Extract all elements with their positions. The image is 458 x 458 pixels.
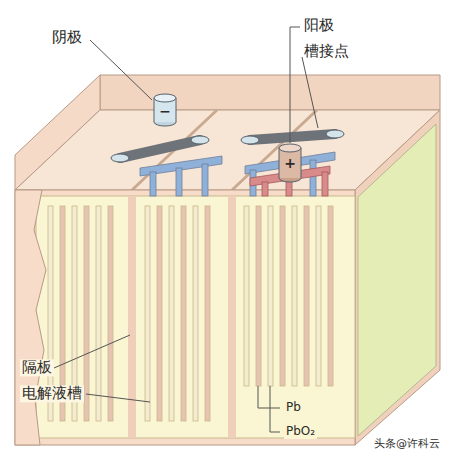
- part-label: 阴极: [52, 29, 82, 46]
- part-label: 槽接点: [304, 43, 349, 60]
- terminal-symbol: +: [284, 155, 296, 171]
- negative-terminal: [154, 94, 176, 126]
- watermark: 头条@许科云: [372, 438, 442, 451]
- leader-lines: [54, 27, 318, 432]
- case-torn-wall: [15, 190, 46, 445]
- strap-posts: [111, 130, 344, 162]
- case-back-wall: [100, 75, 440, 110]
- terminal-symbol: −: [159, 103, 171, 119]
- part-label: 隔板: [20, 359, 54, 376]
- cell-side-face: [358, 124, 436, 436]
- part-label: 阳极: [304, 17, 334, 34]
- case-front: [15, 190, 355, 445]
- part-label: PbO₂: [284, 425, 317, 439]
- bus-bars: [140, 152, 335, 196]
- part-label: 电解液槽: [20, 385, 84, 402]
- cell-strap: [250, 134, 335, 140]
- case-right-face: [355, 110, 440, 445]
- plates: [48, 206, 333, 421]
- cell-separator: [228, 196, 236, 438]
- cell-separator: [128, 196, 136, 438]
- positive-terminal: [279, 144, 301, 182]
- part-label: Pb: [284, 401, 303, 415]
- cell-strap: [120, 140, 200, 158]
